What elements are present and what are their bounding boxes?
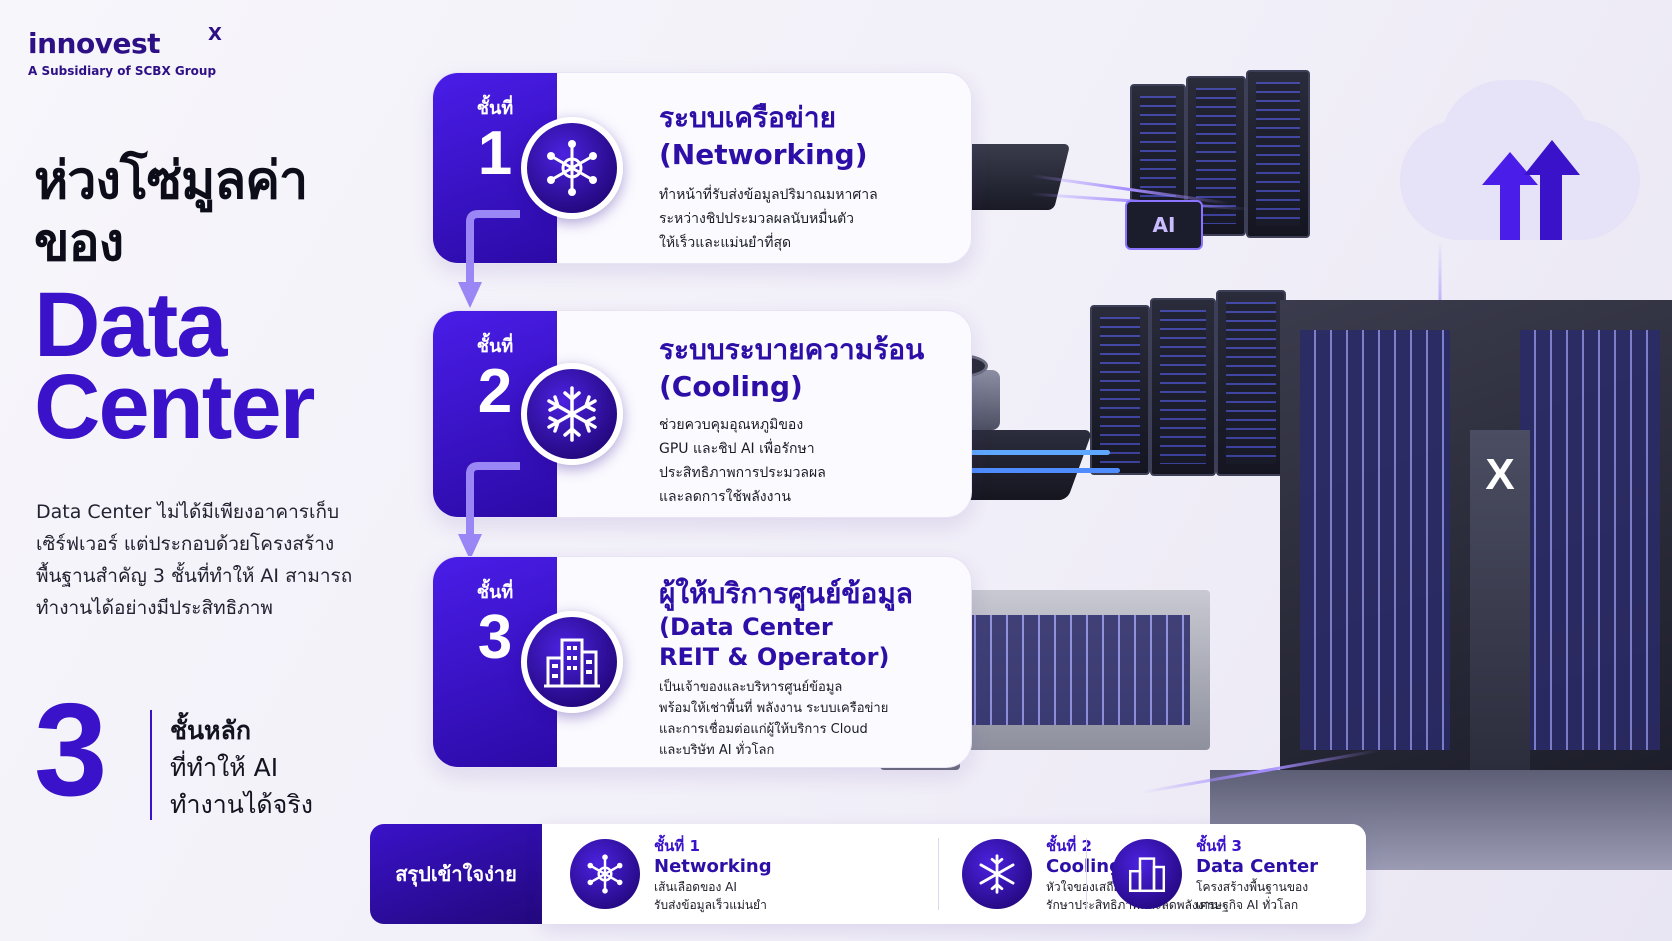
summary-tier: ชั้นที่ 3 (1196, 837, 1242, 855)
layer-desc-line: และบริษัท AI ทั่วโลก (659, 743, 775, 758)
layer-title-th: ระบบระบายความร้อน (659, 333, 925, 366)
layer-card-3: ชั้นที่ 3 ผู้ให้บริการศูนย์ข้อมูล (Data … (432, 556, 972, 768)
layer-icon-circle (521, 117, 623, 219)
layer-card-1: ชั้นที่ 1 ระบบเครือข่าย (Networking) ทำห… (432, 72, 972, 264)
tower-sign (1470, 430, 1530, 790)
flow-arrow-icon (458, 210, 520, 308)
hero-title-en-1: Data (34, 274, 227, 376)
hero-title-en-2: Center (34, 356, 315, 458)
summary-bar: สรุปเข้าใจง่าย (370, 824, 1366, 924)
layer-title-en: (Networking) (659, 138, 868, 171)
core-line-2: ที่ทำให้ AI (170, 753, 279, 782)
layer-tab-2: ชั้นที่ 2 (433, 311, 557, 517)
layer-desc-line: ช่วยควบคุมอุณหภูมิของ (659, 417, 804, 433)
brand-logo: innovest X A Subsidiary of SCBX Group (28, 24, 222, 78)
layer-desc-line: และการเชื่อมต่อแก่ผู้ให้บริการ Cloud (659, 722, 868, 737)
summary-tier: ชั้นที่ 1 (654, 837, 700, 855)
tower-windows (1300, 330, 1450, 750)
summary-text: ชั้นที่ 1 Networking เส้นเลือดของ AI รับ… (654, 836, 854, 914)
summary-item-networking: ชั้นที่ 1 Networking เส้นเลือดของ AI รับ… (570, 824, 870, 924)
coolant-pipe (870, 450, 1110, 455)
logo-subtitle: A Subsidiary of SCBX Group (28, 64, 217, 78)
summary-icon-circle (570, 839, 640, 909)
tower-sign-x: X (1485, 450, 1515, 499)
summary-line: เศรษฐกิจ AI ทั่วโลก (1196, 898, 1299, 912)
logo-wordmark: innovest (28, 27, 161, 60)
core-line-1: ชั้นหลัก (170, 716, 251, 745)
building-icon (544, 638, 600, 688)
summary-item-datacenter: ชั้นที่ 3 Data Center โครงสร้างพื้นฐานขอ… (1112, 824, 1362, 924)
layer-desc-line: เป็นเจ้าของและบริหารศูนย์ข้อมูล (659, 680, 843, 695)
layer-title-th: ระบบเครือข่าย (659, 101, 837, 134)
server-rack (1246, 70, 1310, 238)
layer-tab-label: ชั้นที่ (476, 582, 514, 603)
layer-title-en-2: REIT & Operator) (659, 643, 890, 671)
summary-name: Cooling (1046, 856, 1122, 877)
summary-label: สรุปเข้าใจง่าย (370, 824, 542, 924)
snowflake-icon (979, 854, 1015, 894)
layer-card-2: ชั้นที่ 2 ระบบระบายความร้อน (Cooling) ช่… (432, 310, 972, 518)
layer-tab-label: ชั้นที่ (476, 98, 514, 119)
ai-chip: AI (1125, 200, 1203, 250)
hero-description: Data Center ไม่ได้มีเพียงอาคารเก็บเซิร์ฟ… (36, 501, 353, 619)
summary-line: เส้นเลือดของ AI (654, 880, 737, 894)
layer-title-en-1: (Data Center (659, 613, 833, 641)
layer-title-en: (Cooling) (659, 370, 803, 403)
summary-line: โครงสร้างพื้นฐานของ (1196, 880, 1309, 894)
coolant-pipe (900, 468, 1120, 473)
layer-desc-line: GPU และชิป AI เพื่อรักษา (659, 441, 815, 457)
server-rack (1216, 290, 1286, 476)
core-number: 3 (34, 676, 108, 823)
network-hub-icon (587, 854, 623, 894)
layer-desc-line: ทำหน้าที่รับส่งข้อมูลปริมาณมหาศาล (659, 187, 878, 203)
summary-divider (938, 838, 939, 910)
layer-title-th: ผู้ให้บริการศูนย์ข้อมูล (659, 577, 913, 610)
building-icon (1128, 857, 1166, 893)
layer-icon-circle (521, 363, 623, 465)
hero-title-th-1: ห่วงโซ่มูลค่า (34, 151, 308, 211)
layer-desc-line: ให้เร็วและแม่นยำที่สุด (659, 235, 792, 251)
cloud-upload-arrows-icon (1482, 140, 1580, 240)
summary-name: Networking (654, 856, 772, 877)
layer-tab-number: 3 (477, 603, 513, 672)
server-rack (1090, 305, 1150, 475)
network-hub-icon (547, 140, 597, 196)
logo-x-mark: X (208, 24, 222, 45)
summary-item-cooling: ชั้นที่ 2 Cooling หัวใจของเสถียรภาพ รักษ… (962, 824, 1282, 924)
snowflake-icon (547, 386, 597, 442)
summary-icon-circle (1112, 839, 1182, 909)
core-divider (150, 710, 152, 820)
building-windows (960, 615, 1190, 725)
layer-desc-line: พร้อมให้เช่าพื้นที่ พลังงาน ระบบเครือข่า… (659, 701, 889, 716)
hero-heading: ห่วงโซ่มูลค่า ของ Data Center (34, 150, 414, 458)
layer-desc-line: ประสิทธิภาพการประมวลผล (659, 465, 826, 481)
core-caption: ชั้นหลัก ที่ทำให้ AI ทำงานได้จริง (170, 712, 313, 823)
summary-divider (1086, 838, 1087, 910)
core-line-3: ทำงานได้จริง (170, 790, 313, 819)
layer-tab-label: ชั้นที่ (476, 336, 514, 357)
summary-body: ชั้นที่ 1 Networking เส้นเลือดของ AI รับ… (542, 824, 1366, 924)
data-center-illustration: AI ⚡ X (817, 70, 1672, 870)
server-rack (1150, 298, 1216, 476)
summary-text: ชั้นที่ 2 Cooling หัวใจของเสถียรภาพ รักษ… (1046, 836, 1286, 914)
layer-desc-line: และลดการใช้พลังงาน (659, 489, 791, 505)
summary-tier: ชั้นที่ 2 (1046, 837, 1092, 855)
tower-windows (1520, 330, 1660, 750)
layer-tab-number: 1 (477, 119, 513, 188)
hero-title-th-2: ของ (34, 213, 124, 273)
summary-icon-circle (962, 839, 1032, 909)
layer-desc-line: ระหว่างชิปประมวลผลนับหมื่นตัว (659, 211, 855, 227)
summary-line: รับส่งข้อมูลเร็วแม่นยำ (654, 898, 767, 912)
layer-icon-circle (521, 611, 623, 713)
flow-arrow-icon (458, 462, 520, 560)
layer-tab-number: 2 (477, 357, 513, 426)
summary-text: ชั้นที่ 3 Data Center โครงสร้างพื้นฐานขอ… (1196, 836, 1362, 914)
summary-name: Data Center (1196, 856, 1319, 877)
